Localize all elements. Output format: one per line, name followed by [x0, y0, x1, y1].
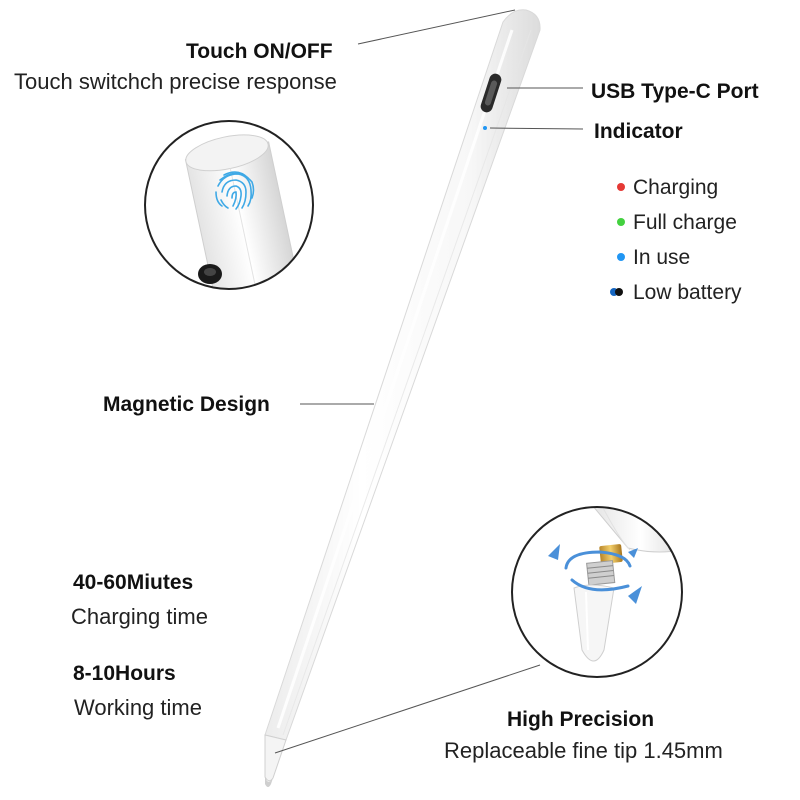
- legend-item-full-charge: Full charge: [600, 209, 790, 244]
- blue-black-dot-icon-secondary: [615, 288, 623, 296]
- stylus-pencil: [264, 9, 541, 787]
- legend-label: Full charge: [633, 211, 737, 234]
- legend-label: Charging: [633, 176, 719, 199]
- usb-port-title: USB Type-C Port: [591, 80, 759, 103]
- indicator-title: Indicator: [594, 120, 683, 143]
- working-time-label: Working time: [74, 695, 202, 720]
- blue-dot-icon: [617, 253, 625, 261]
- indicator-legend: Charging Full charge In use Low battery: [600, 174, 790, 314]
- working-time-value: 8-10Hours: [73, 662, 176, 685]
- touch-switch-description: Touch switchch precise response: [14, 69, 337, 94]
- green-dot-icon: [617, 218, 625, 226]
- touch-switch-title: Touch ON/OFF: [186, 40, 333, 63]
- magnetic-design-title: Magnetic Design: [103, 393, 270, 416]
- rotate-arrowhead-right: [628, 586, 642, 604]
- rotate-arrow-icon: [564, 550, 632, 592]
- high-precision-description: Replaceable fine tip 1.45mm: [444, 738, 723, 763]
- charging-time-label: Charging time: [71, 604, 208, 629]
- legend-label: In use: [633, 246, 691, 269]
- legend-item-low-battery: Low battery: [600, 279, 790, 314]
- charging-time-value: 40-60Miutes: [73, 571, 194, 594]
- replaceable-tip-inset: [511, 506, 683, 678]
- touch-switch-inset: [144, 120, 314, 290]
- leader-lines: [274, 9, 584, 754]
- legend-label: Low battery: [633, 281, 742, 304]
- rotate-arrowhead-left: [548, 544, 560, 560]
- blue-black-dot-icon: [610, 288, 618, 296]
- rotate-arrowhead-small: [628, 548, 638, 558]
- red-dot-icon: [617, 183, 625, 191]
- legend-item-charging: Charging: [600, 174, 790, 209]
- indicator-light: [483, 126, 487, 130]
- legend-item-in-use: In use: [600, 244, 790, 279]
- fingerprint-icon: [215, 171, 255, 210]
- high-precision-title: High Precision: [507, 708, 655, 731]
